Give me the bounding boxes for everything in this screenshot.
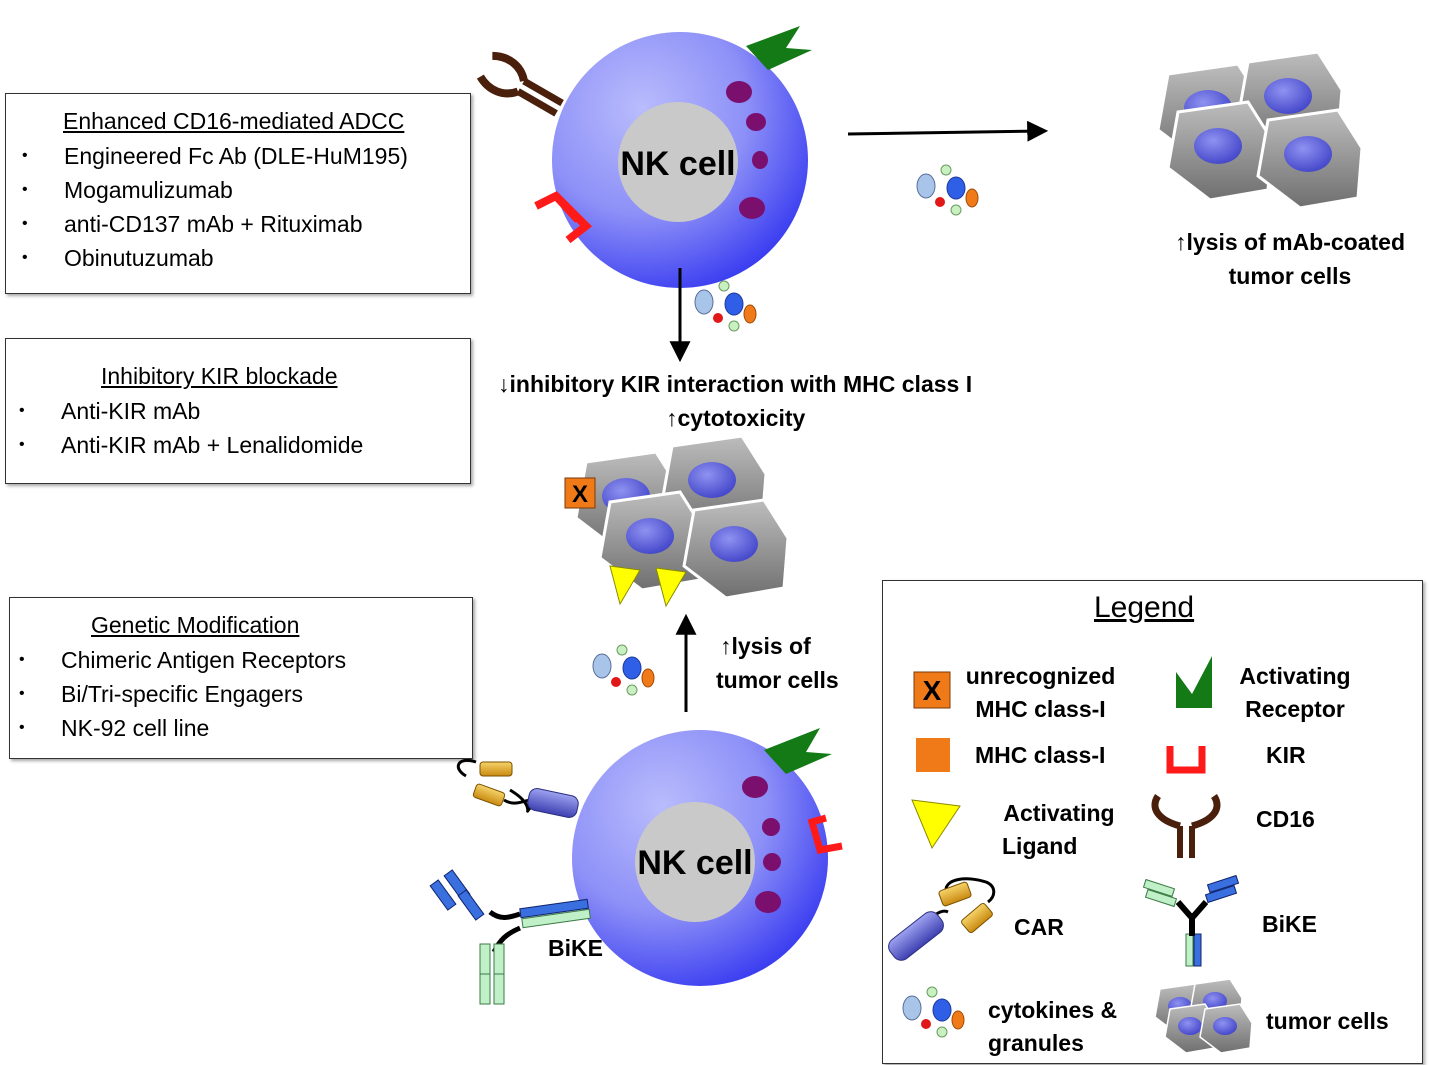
list-item: •Bi/Tri-specific Engagers xyxy=(19,681,304,707)
legend-kir-label: KIR xyxy=(1266,742,1306,768)
legend-cd16-icon xyxy=(1151,794,1221,858)
list-item: •Mogamulizumab xyxy=(22,177,233,203)
legend-car-label: CAR xyxy=(1014,914,1064,940)
genetic-list: •Chimeric Antigen Receptors •Bi/Tri-spec… xyxy=(19,643,347,745)
lysis-mab-label-1: ↑lysis of mAb-coated xyxy=(1175,229,1405,255)
list-item: •Anti-KIR mAb xyxy=(19,398,201,424)
inhibitory-kir-label: ↓inhibitory KIR interaction with MHC cla… xyxy=(498,371,972,397)
car-icon xyxy=(456,759,579,818)
activating-ligand-icon xyxy=(609,565,687,608)
svg-text:X: X xyxy=(572,481,588,508)
list-item: •Engineered Fc Ab (DLE-HuM195) xyxy=(22,143,408,169)
kir-box: Inhibitory KIR blockade •Anti-KIR mAb •A… xyxy=(5,338,471,484)
nucleus-icon xyxy=(635,802,755,922)
cytokines-icon xyxy=(916,164,979,216)
tumor-cells-icon xyxy=(1156,50,1364,210)
legend-bike-icon xyxy=(1142,874,1240,967)
list-item: •Chimeric Antigen Receptors xyxy=(19,647,347,673)
lysis-tumor-label-1: ↑lysis of xyxy=(720,633,811,659)
legend-title: Legend xyxy=(1094,591,1195,624)
bottom-nk-cell: NK cell xyxy=(572,728,843,986)
adcc-box: Enhanced CD16-mediated ADCC •Engineered … xyxy=(5,93,471,294)
cd16-icon xyxy=(476,51,564,117)
genetic-box-title: Genetic Modification xyxy=(91,612,300,638)
list-item: •NK-92 cell line xyxy=(19,715,210,741)
granules-icon xyxy=(742,776,781,913)
adcc-list: •Engineered Fc Ab (DLE-HuM195) •Mogamuli… xyxy=(22,139,408,275)
bike-icon xyxy=(429,869,591,1005)
kir-list: •Anti-KIR mAb •Anti-KIR mAb + Lenalidomi… xyxy=(19,394,364,462)
legend-car-icon xyxy=(888,877,996,961)
list-item: •Obinutuzumab xyxy=(22,245,214,271)
legend-kir-icon xyxy=(1166,746,1206,774)
legend-mhc-label: MHC class-I xyxy=(975,742,1106,768)
legend-mhc-icon xyxy=(916,738,950,772)
activating-receptor-icon xyxy=(764,728,832,774)
cytokines-icon xyxy=(694,280,757,332)
lysis-mab-label-2: tumor cells xyxy=(1229,263,1352,289)
kir-icon xyxy=(534,191,593,244)
legend-cd16-label: CD16 xyxy=(1256,806,1315,832)
list-item: •anti-CD137 mAb + Rituximab xyxy=(22,211,363,237)
nucleus-icon xyxy=(618,102,738,222)
kir-box-title: Inhibitory KIR blockade xyxy=(101,363,338,389)
genetic-box: Genetic Modification •Chimeric Antigen R… xyxy=(9,597,473,759)
legend-activating-ligand-icon xyxy=(911,799,961,850)
adcc-box-title: Enhanced CD16-mediated ADCC xyxy=(63,108,405,134)
lysis-tumor-label-2: tumor cells xyxy=(716,667,839,693)
bike-label: BiKE xyxy=(548,935,603,961)
nk-cell-label: NK cell xyxy=(620,145,735,183)
kir-icon xyxy=(807,814,843,855)
granules-icon xyxy=(726,81,768,219)
legend-box: Legend xyxy=(882,580,1423,1064)
legend-cytokines-label: cytokines &granules xyxy=(988,997,1118,1056)
cytokines-icon xyxy=(592,644,655,696)
nk-cell-label: NK cell xyxy=(637,844,752,882)
cytotoxicity-label: ↑cytotoxicity xyxy=(666,405,806,431)
legend-tumor-cells-label: tumor cells xyxy=(1266,1008,1389,1034)
legend-bike-label: BiKE xyxy=(1262,911,1317,937)
legend-activating-receptor-icon xyxy=(1176,656,1212,708)
activating-receptor-icon xyxy=(746,26,812,70)
mhc-unrecognized-icon: X xyxy=(564,477,596,509)
legend-mhc-unrecognized-icon: X xyxy=(913,671,951,709)
top-nk-cell: NK cell xyxy=(476,26,812,288)
list-item: •Anti-KIR mAb + Lenalidomide xyxy=(19,432,364,458)
svg-text:X: X xyxy=(923,675,942,706)
arrow-icon xyxy=(847,120,1049,142)
